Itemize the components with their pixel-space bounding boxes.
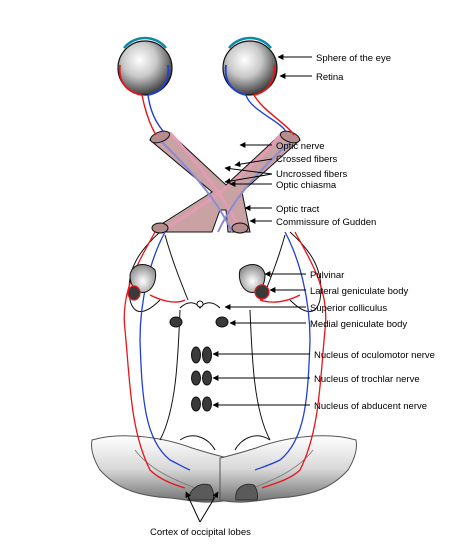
label-text-retina: Retina <box>316 72 344 83</box>
oculomotor-nucleus <box>191 346 212 364</box>
label-text-pulvinar: Pulvinar <box>310 270 344 281</box>
superior-colliculus <box>179 300 221 309</box>
label-optic-nerve: Optic nerve <box>239 141 325 152</box>
medial-geniculate-right <box>215 316 229 328</box>
label-pulvinar: Pulvinar <box>264 270 344 281</box>
label-text-lateral-geniculate: Lateral geniculate body <box>310 286 408 297</box>
trochlar-nucleus <box>191 370 212 386</box>
midbrain-outline <box>128 231 322 451</box>
label-superior-colliculus: Superior colliculus <box>224 303 387 314</box>
label-retina: Retina <box>279 72 344 83</box>
label-text-optic-tract: Optic tract <box>276 204 320 215</box>
label-text-trochlar-nucleus: Nucleus of trochlar nerve <box>314 374 420 385</box>
optic-chiasma-structure <box>149 130 301 234</box>
left-eye <box>117 36 173 96</box>
label-text-occipital-cortex: Cortex of occipital lobes <box>150 527 251 538</box>
label-abducent-nucleus: Nucleus of abducent nerve <box>212 401 427 412</box>
label-text-medial-geniculate: Medial geniculate body <box>310 319 407 330</box>
label-oculomotor-nucleus: Nucleus of oculomotor nerve <box>212 350 435 361</box>
abducent-nucleus <box>191 396 212 412</box>
optic-nerve-fibers <box>141 94 295 136</box>
label-text-uncrossed-fibers: Uncrossed fibers <box>276 169 348 180</box>
label-text-optic-chiasma: Optic chiasma <box>276 180 337 191</box>
label-optic-tract: Optic tract <box>244 204 320 215</box>
lateral-geniculate-right <box>254 284 270 300</box>
occipital-cortex <box>91 435 357 503</box>
label-trochlar-nucleus: Nucleus of trochlar nerve <box>212 374 420 385</box>
label-text-abducent-nucleus: Nucleus of abducent nerve <box>314 401 427 412</box>
right-eye <box>222 36 278 96</box>
label-uncrossed-fibers: Uncrossed fibers <box>224 165 348 185</box>
label-text-commissure-gudden: Commissure of Gudden <box>276 217 376 228</box>
medial-geniculate-left <box>169 316 183 328</box>
label-text-oculomotor-nucleus: Nucleus of oculomotor nerve <box>314 350 435 361</box>
label-commissure-gudden: Commissure of Gudden <box>249 217 376 228</box>
label-occipital-cortex: Cortex of occipital lobes <box>150 491 251 538</box>
label-text-eye-sphere: Sphere of the eye <box>316 53 391 64</box>
label-crossed-fibers: Crossed fibers <box>234 154 337 168</box>
label-text-crossed-fibers: Crossed fibers <box>276 154 337 165</box>
label-lateral-geniculate: Lateral geniculate body <box>269 286 408 297</box>
label-eye-sphere: Sphere of the eye <box>277 53 391 64</box>
label-optic-chiasma: Optic chiasma <box>229 180 337 191</box>
label-text-superior-colliculus: Superior colliculus <box>310 303 387 314</box>
label-text-optic-nerve: Optic nerve <box>276 141 325 152</box>
label-medial-geniculate: Medial geniculate body <box>229 319 407 330</box>
lateral-geniculate-left <box>127 285 141 301</box>
